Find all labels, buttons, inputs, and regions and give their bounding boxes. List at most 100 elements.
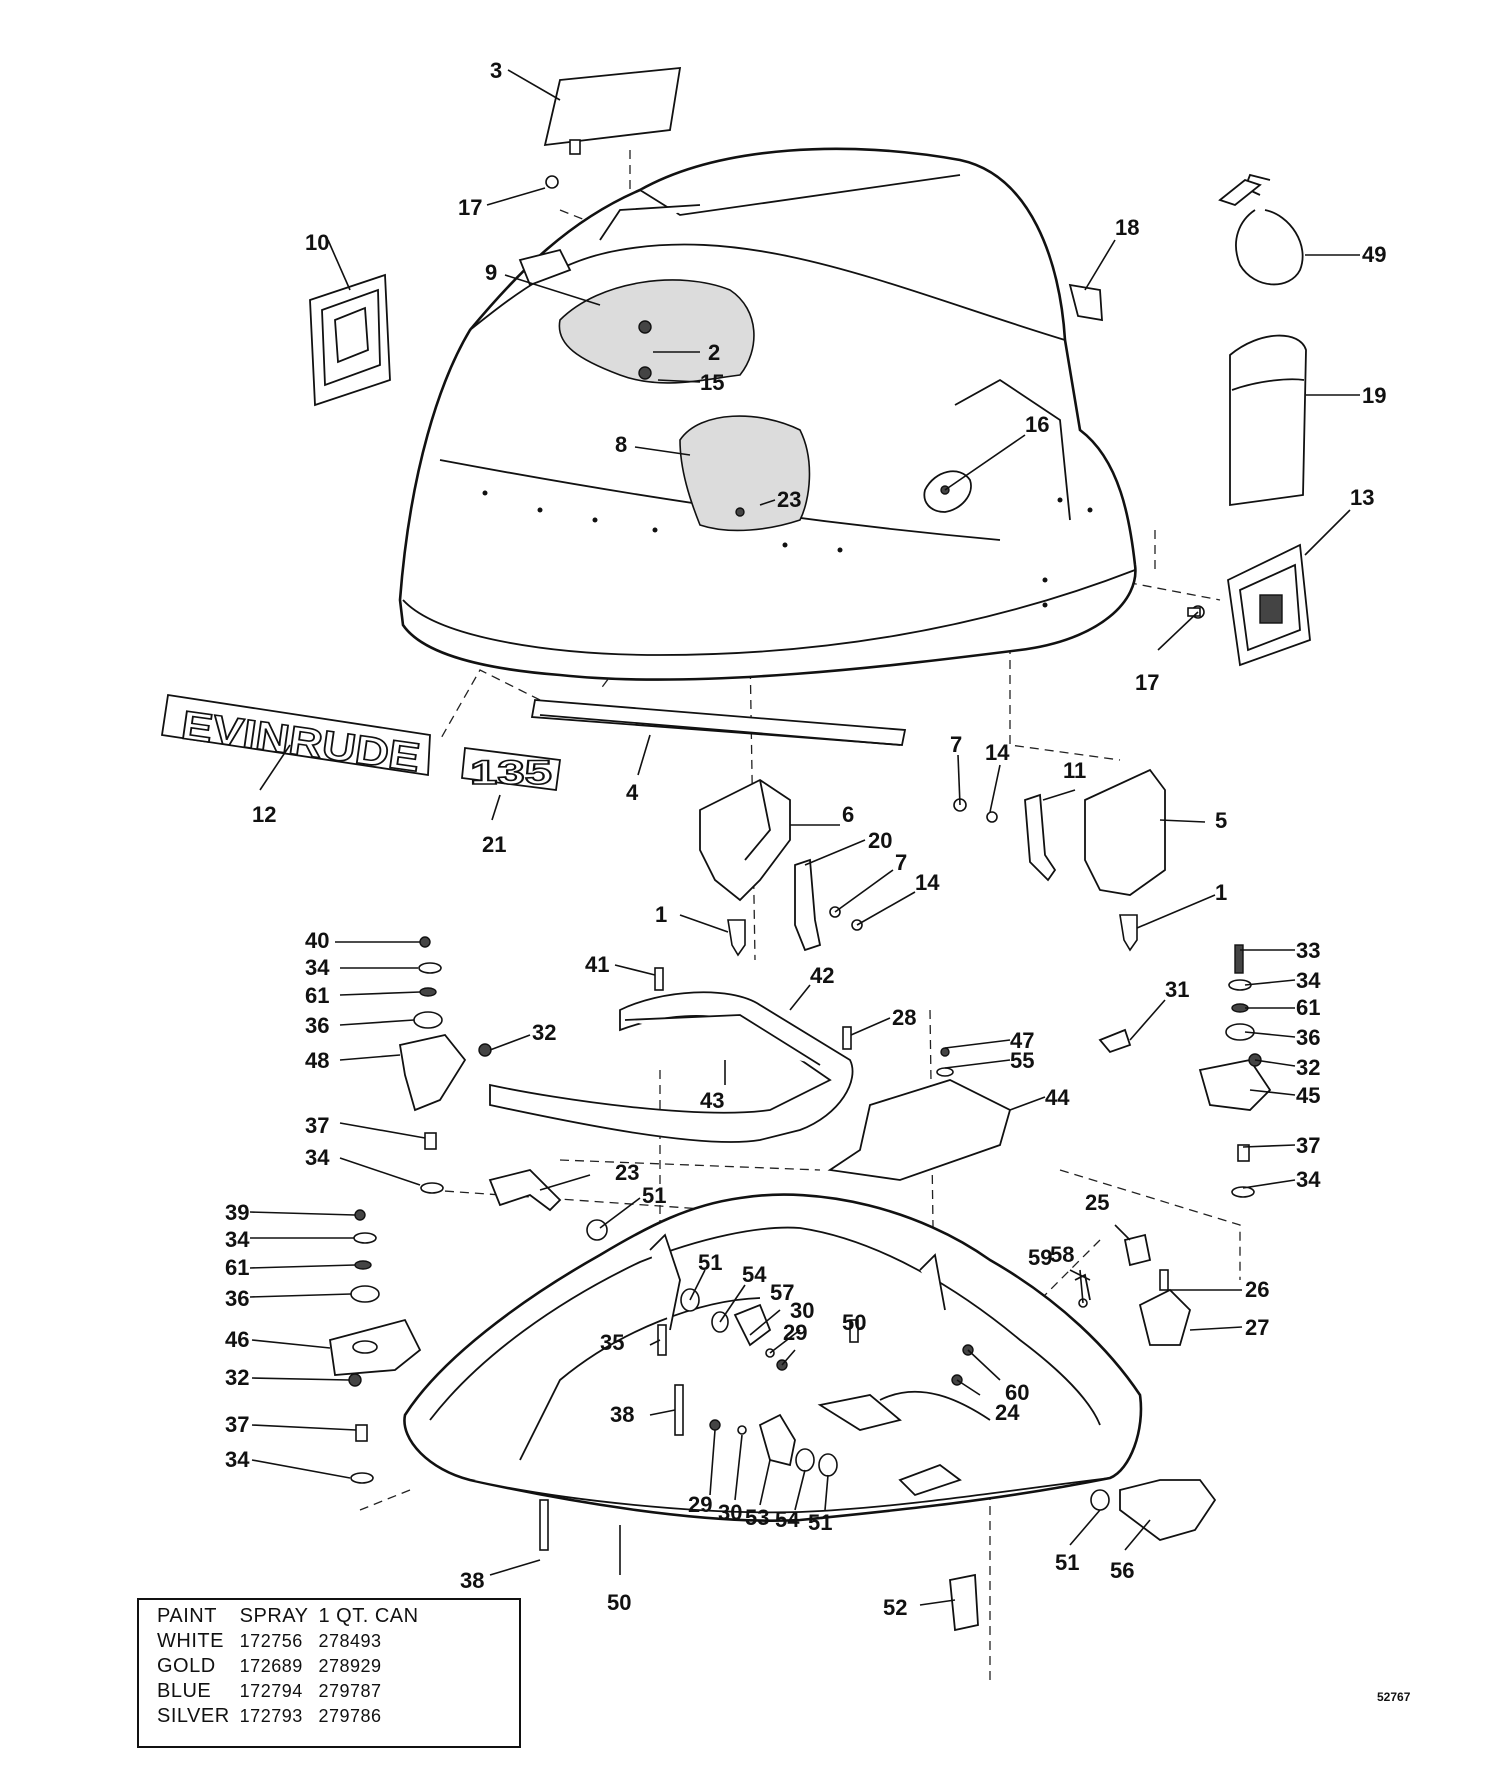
- part-57-clamp: [733, 1303, 772, 1347]
- part-label: 61: [225, 1255, 249, 1280]
- part-49-starter-cord: [1235, 209, 1304, 286]
- gasket-and-shields: [328, 991, 1272, 1541]
- part-label: 57: [770, 1280, 794, 1305]
- part-label: 19: [1362, 383, 1386, 408]
- part-label: 6: [842, 802, 854, 827]
- part-label: 44: [1045, 1085, 1070, 1110]
- part-55-handle: [1119, 1479, 1217, 1541]
- part-46-bracket: [398, 1033, 467, 1112]
- paint-header: PAINT: [157, 1605, 217, 1627]
- part-label: 42: [810, 963, 834, 988]
- part-label: 30: [718, 1500, 742, 1525]
- part-label: 12: [252, 802, 276, 827]
- part-label: 26: [1245, 1277, 1269, 1302]
- part-52-bracket: [949, 1573, 979, 1632]
- part-label: 47: [1010, 1028, 1034, 1053]
- part-44-bracket: [1198, 1058, 1272, 1111]
- part-label: 53: [745, 1505, 769, 1530]
- part-43-shield: [827, 1079, 1012, 1181]
- part-labels: 3 17 10 9 2 15 8 23 16 18 49 19 13 17 12…: [225, 58, 1386, 1620]
- part-53-clamp: [758, 1413, 796, 1467]
- part-label: 54: [775, 1507, 800, 1532]
- can-part-number: 278493: [318, 1631, 382, 1651]
- part-label: 5: [1215, 808, 1227, 833]
- part-label: 34: [225, 1227, 250, 1252]
- part-label: 58: [1050, 1242, 1074, 1267]
- part-label: 36: [305, 1013, 329, 1038]
- part-label: 39: [225, 1200, 249, 1225]
- part-label: 27: [1245, 1315, 1269, 1340]
- part-1-stud-right: [1119, 914, 1138, 952]
- part-label: 1: [1215, 880, 1227, 905]
- part-label: 25: [1085, 1190, 1109, 1215]
- paint-code-table: PAINT SPRAY 1 QT. CAN WHITE 172756 27849…: [137, 1598, 521, 1748]
- part-1-stud-left: [727, 919, 746, 957]
- part-label: 40: [305, 928, 329, 953]
- part-label: 1: [655, 902, 667, 927]
- part-label: 37: [225, 1412, 249, 1437]
- latch-brackets: [699, 768, 1166, 957]
- part-5-latch: [1084, 768, 1166, 896]
- part-label: 34: [305, 955, 330, 980]
- part-label: 38: [610, 1402, 634, 1427]
- part-41-gasket: [489, 991, 854, 1143]
- part-label: 51: [808, 1510, 832, 1535]
- part-label: 35: [600, 1330, 624, 1355]
- part-label: 46: [225, 1327, 249, 1352]
- part-label: 10: [305, 230, 329, 255]
- part-label: 37: [305, 1113, 329, 1138]
- part-label: 45: [1296, 1083, 1320, 1108]
- part-label: 14: [915, 870, 940, 895]
- table-row: BLUE 172794 279787: [157, 1679, 429, 1704]
- leader-lines: [249, 69, 1360, 1606]
- part-label: 13: [1350, 485, 1374, 510]
- paint-color: BLUE: [157, 1680, 212, 1702]
- part-label: 61: [1296, 995, 1320, 1020]
- can-part-number: 279787: [318, 1681, 382, 1701]
- part-25-fitting: [1123, 1233, 1152, 1267]
- part-label: 4: [626, 780, 639, 805]
- part-label: 23: [777, 487, 801, 512]
- part-label: 52: [883, 1595, 907, 1620]
- spray-header: SPRAY: [239, 1605, 309, 1627]
- drawing-number: 52767: [1377, 1690, 1411, 1704]
- part-31-clip: [1098, 1028, 1132, 1054]
- part-label: 51: [1055, 1550, 1079, 1575]
- paint-table-header-row: PAINT SPRAY 1 QT. CAN: [157, 1604, 429, 1629]
- part-label: 14: [985, 740, 1010, 765]
- part-label: 36: [1296, 1025, 1320, 1050]
- part-label: 48: [305, 1048, 329, 1073]
- part-4-seal-strip: [530, 699, 907, 746]
- part-6-latch: [699, 778, 791, 902]
- part-label: 59: [1028, 1245, 1052, 1270]
- part-label: 56: [1110, 1558, 1134, 1583]
- part-label: 32: [532, 1020, 556, 1045]
- part-label: 17: [1135, 670, 1159, 695]
- part-label: 50: [842, 1310, 866, 1335]
- part-label: 2: [708, 340, 720, 365]
- spray-part-number: 172756: [239, 1631, 303, 1651]
- part-label: 55: [1010, 1048, 1034, 1073]
- part-18-tab: [1068, 283, 1103, 322]
- part-label: 20: [868, 828, 892, 853]
- can-part-number: 279786: [318, 1706, 382, 1726]
- part-label: 29: [783, 1320, 807, 1345]
- part-label: 31: [1165, 977, 1189, 1002]
- part-label: 61: [305, 983, 329, 1008]
- spray-part-number: 172793: [239, 1706, 303, 1726]
- part-label: 7: [895, 850, 907, 875]
- part-19-pouch: [1229, 334, 1307, 507]
- part-label: 28: [892, 1005, 916, 1030]
- paint-table: PAINT SPRAY 1 QT. CAN WHITE 172756 27849…: [157, 1604, 429, 1729]
- part-label: 23: [615, 1160, 639, 1185]
- part-label: 9: [485, 260, 497, 285]
- paint-color: SILVER: [157, 1705, 230, 1727]
- part-3-cover-plate: [543, 66, 682, 147]
- part-label: 41: [585, 952, 609, 977]
- part-label: 30: [790, 1298, 814, 1323]
- can-header: 1 QT. CAN: [318, 1605, 419, 1627]
- part-label: 34: [225, 1447, 250, 1472]
- part-label: 38: [460, 1568, 484, 1593]
- part-label: 34: [1296, 968, 1321, 993]
